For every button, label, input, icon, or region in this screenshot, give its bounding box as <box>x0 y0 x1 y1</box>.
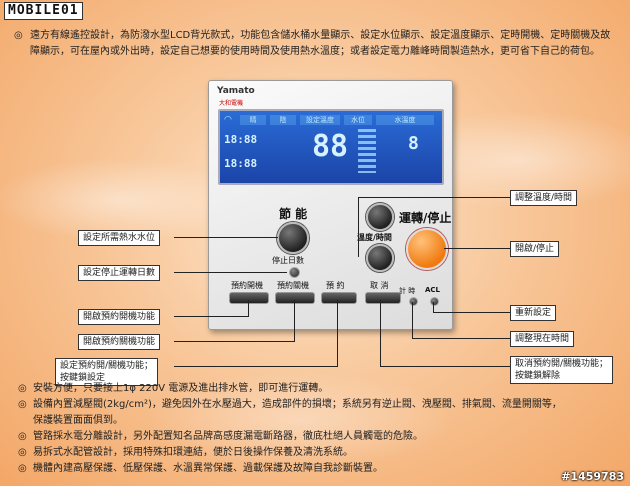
leader-line <box>433 302 434 313</box>
lcd-cell-sunny: 晴 <box>240 115 266 125</box>
leader-line <box>294 300 295 342</box>
bullet-icon: ◎ <box>18 463 27 474</box>
label-stop-days: 停止日數 <box>272 256 304 265</box>
lcd-cell-cloudy: 陰 <box>270 115 296 125</box>
list-item: ◎易拆式水配管設計，採用特殊扣環連結，便於日後操作保養及清洗系統。 <box>18 445 618 461</box>
energy-save-button[interactable] <box>277 222 309 254</box>
callout-open-reserve-off: 開啟預約關機功能 <box>78 334 161 350</box>
bullet-icon: ◎ <box>18 399 27 410</box>
callout-adjust-time: 調整現在時間 <box>510 331 575 347</box>
label-reserve: 預 約 <box>326 281 345 290</box>
stop-days-button[interactable] <box>289 267 300 278</box>
label-timer: 計 時 <box>399 287 416 295</box>
leader-line <box>174 237 278 238</box>
label-energy-save: 節 能 <box>279 207 308 221</box>
leader-line <box>358 197 510 198</box>
callout-open-reserve-on: 開啟預約開機功能 <box>78 309 161 325</box>
list-item-continued: 保護裝置面面俱到。 <box>33 415 123 426</box>
callout-reset: 重新設定 <box>510 305 557 321</box>
bullet-icon: ◎ <box>18 383 27 394</box>
label-cancel: 取 消 <box>370 281 389 290</box>
leader-line <box>248 300 249 317</box>
callout-adjust-temp-time: 調整溫度/時間 <box>510 190 578 206</box>
temp-up-button[interactable] <box>366 203 394 231</box>
run-stop-button[interactable] <box>406 228 448 270</box>
lcd-side-digit: 8 <box>408 133 419 154</box>
callout-set-reserve: 設定預約開/關機功能； 按鍵鎖設定 <box>55 358 159 386</box>
control-panel: Yamato 大和電機 晴 陰 設定溫度 水位 水溫度 ◠ 18:88 18:8… <box>208 80 453 330</box>
list-item: ◎設備內置減壓閥(2kg/cm²)，避免因外在水壓過大，造成部件的損壞；系統另有… <box>18 397 618 413</box>
list-item: ◎機體內建高壓保護、低壓保護、水溫異常保護、過載保護及故障自我診斷裝置。 <box>18 461 618 477</box>
leader-line <box>444 248 510 249</box>
label-temp-time: 溫度/時間 <box>357 233 392 242</box>
leader-line <box>337 300 338 367</box>
leader-line <box>358 197 359 257</box>
intro-paragraph: ◎ 遠方有線遙控設計，為防潑水型LCD背光款式，功能包含儲水桶水量顯示、設定水位… <box>14 28 619 60</box>
brand-subtitle: 大和電機 <box>219 100 244 107</box>
lcd-big-digits: 88 <box>312 129 349 164</box>
site-logo: MOBILE01 <box>4 2 83 20</box>
leader-line <box>174 366 337 367</box>
label-reserve-off: 預約關機 <box>277 281 309 290</box>
leader-line <box>433 312 510 313</box>
callout-line-2: 按鍵鎖設定 <box>60 373 106 383</box>
leader-line <box>412 338 510 339</box>
reserve-on-button[interactable] <box>229 292 269 304</box>
bullet-icon: ◎ <box>14 30 23 41</box>
callout-line-1: 取消預約開/關機功能； <box>515 359 609 369</box>
timer-button[interactable] <box>409 297 418 306</box>
label-reserve-on: 預約開機 <box>231 281 263 290</box>
leader-line <box>380 366 510 367</box>
bullet-icon: ◎ <box>18 431 27 442</box>
list-item: ◎管路採水電分離設計，另外配置知名品牌高感度漏電斷路器，徹底杜絕人員觸電的危險。 <box>18 429 618 445</box>
lcd-level-bars <box>358 129 376 173</box>
callout-set-water-level: 設定所需熱水水位 <box>78 230 161 246</box>
leader-line <box>380 300 381 367</box>
callout-start-stop: 開啟/停止 <box>510 241 560 257</box>
cancel-button[interactable] <box>365 292 401 304</box>
watermark: #1459783 <box>561 470 624 483</box>
brand-name: Yamato <box>217 86 255 96</box>
leader-line <box>174 272 287 273</box>
list-item: ◎安裝方便，只要接上1φ 220V 電源及進出排水管，即可進行運轉。 <box>18 381 618 397</box>
intro-text: 遠方有線遙控設計，為防潑水型LCD背光款式，功能包含儲水桶水量顯示、設定水位顯示… <box>30 30 611 57</box>
reserve-button[interactable] <box>321 292 357 304</box>
lcd-cell-level: 水位 <box>344 115 372 125</box>
acl-reset-button[interactable] <box>430 297 439 306</box>
callout-line-1: 設定預約開/關機功能； <box>60 361 154 371</box>
label-acl: ACL <box>425 286 441 294</box>
lcd-cell-settemp: 設定溫度 <box>300 115 340 125</box>
callout-cancel-reserve: 取消預約開/關機功能； 按鍵鎖解除 <box>510 356 614 384</box>
lcd-time-b: 18:88 <box>224 157 258 170</box>
callout-line-2: 按鍵鎖解除 <box>515 371 561 381</box>
wifi-icon: ◠ <box>224 115 232 125</box>
lcd-display: 晴 陰 設定溫度 水位 水溫度 ◠ 18:88 18:88 88 8 <box>218 109 444 185</box>
label-run-stop: 運轉/停止 <box>399 211 452 225</box>
leader-line <box>174 341 294 342</box>
leader-line <box>174 316 248 317</box>
bullet-icon: ◎ <box>18 447 27 458</box>
leader-line <box>412 302 413 339</box>
lcd-cell-watertemp: 水溫度 <box>376 115 434 125</box>
temp-down-button[interactable] <box>366 244 394 272</box>
reserve-off-button[interactable] <box>275 292 315 304</box>
lcd-time-a: 18:88 <box>224 133 258 146</box>
callout-set-stop-days: 設定停止運轉日數 <box>78 265 161 281</box>
feature-list: ◎安裝方便，只要接上1φ 220V 電源及進出排水管，即可進行運轉。 ◎設備內置… <box>18 381 618 477</box>
